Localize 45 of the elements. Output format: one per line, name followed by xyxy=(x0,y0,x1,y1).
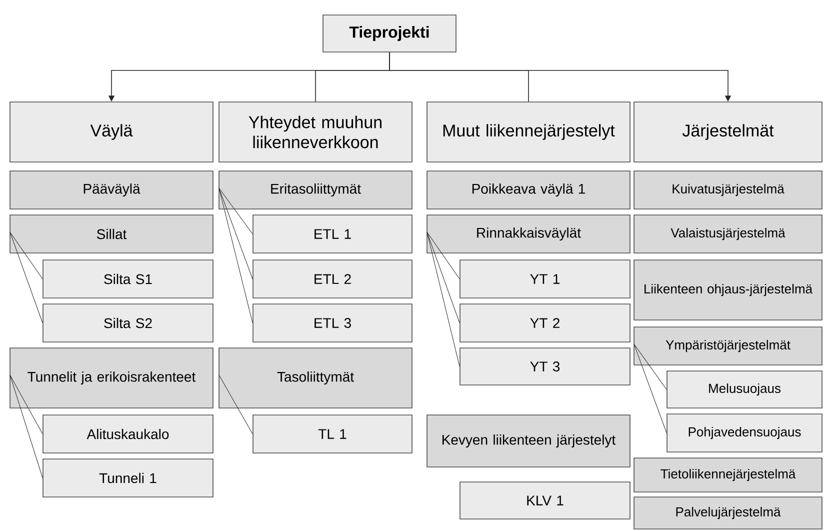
item-box: Kuivatusjärjestelmä xyxy=(634,170,822,210)
item-box: YT 2 xyxy=(460,304,630,342)
leader-line xyxy=(10,374,43,434)
leader-line xyxy=(634,344,667,434)
title-box: Tieprojekti xyxy=(322,14,456,52)
item-box: Sillat xyxy=(10,214,214,254)
item-box: Eritasoliittymät xyxy=(218,170,412,210)
leader-line xyxy=(426,232,460,280)
item-box: KLV 1 xyxy=(460,482,630,520)
leader-line xyxy=(10,374,43,478)
item-box: YT 1 xyxy=(460,260,630,298)
item-box: Liikenteen ohjaus-järjestelmä xyxy=(634,260,822,320)
item-box: Ympäristöjärjestelmät xyxy=(634,326,822,366)
category-box: Väylä xyxy=(10,102,214,162)
category-box: Muut liikennejärjestelyt xyxy=(426,102,630,162)
leader-line xyxy=(10,232,43,324)
item-box: ETL 2 xyxy=(252,260,412,298)
item-box: Palvelujärjestelmä xyxy=(634,496,822,530)
item-box: Silta S2 xyxy=(42,304,214,342)
item-box: Pohjavedensuojaus xyxy=(666,414,822,452)
leader-line xyxy=(426,232,460,324)
item-box: Alituskaukalo xyxy=(42,414,214,454)
item-box: Valaistusjärjestelmä xyxy=(634,214,822,254)
leader-line xyxy=(10,232,43,280)
category-box: Järjestelmät xyxy=(634,102,822,162)
item-box: Rinnakkaisväylät xyxy=(426,214,630,254)
item-box: Tasoliittymät xyxy=(218,348,412,408)
item-box: Pääväylä xyxy=(10,170,214,210)
item-box: Poikkeava väylä 1 xyxy=(426,170,630,210)
leader-line xyxy=(218,188,253,280)
item-box: YT 3 xyxy=(460,348,630,386)
leader-line xyxy=(218,188,253,234)
item-box: Kevyen liikenteen järjestelyt xyxy=(426,414,630,468)
item-box: Tunnelit ja erikoisrakenteet xyxy=(10,348,214,408)
item-box: TL 1 xyxy=(252,414,412,454)
item-box: Melusuojaus xyxy=(666,370,822,408)
item-box: ETL 1 xyxy=(252,214,412,254)
leader-line xyxy=(218,188,253,324)
leader-line xyxy=(426,232,460,367)
item-box: Silta S1 xyxy=(42,260,214,298)
item-box: ETL 3 xyxy=(252,304,412,342)
leader-line xyxy=(634,344,667,390)
item-box: Tunneli 1 xyxy=(42,458,214,498)
category-box: Yhteydet muuhun liikenneverkkoon xyxy=(218,102,412,162)
item-box: Tietoliikennejärjestelmä xyxy=(634,458,822,492)
